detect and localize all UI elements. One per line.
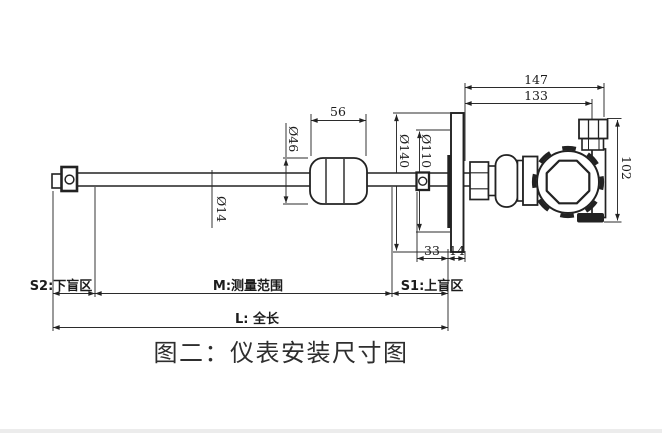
neck-capsule [494, 154, 519, 208]
housing-inner-detail [545, 159, 591, 205]
dim-flange-outer-diameter: Ø140 [397, 134, 412, 168]
housing-base [577, 213, 604, 223]
dimension-lines [52, 83, 622, 331]
dim-float-diameter: Ø46 [286, 126, 301, 152]
rod-guide [415, 171, 431, 192]
dim-float-length: 56 [330, 104, 346, 119]
figure-caption: 图二：仪表安装尺寸图 [154, 339, 409, 367]
flange-raised-face [447, 155, 452, 228]
transmitter-housing [531, 118, 609, 223]
probe-rod [51, 165, 496, 193]
label-upper-blind-zone: S1:上盲区 [401, 278, 464, 294]
cable-gland [578, 118, 609, 151]
label-lower-blind-zone: S2:下盲区 [30, 278, 93, 294]
process-connection [469, 154, 539, 208]
dim-flange-bolt-circle: Ø110 [419, 134, 434, 168]
label-measuring-range: M:测量范围 [213, 278, 283, 294]
dim-housing-overall-width: 147 [524, 72, 548, 87]
housing-rib-ring [531, 145, 605, 219]
dim-rod-diameter: Ø14 [214, 196, 229, 222]
dim-housing-width-to-gland: 133 [524, 88, 548, 103]
hex-nut [469, 161, 490, 201]
dim-flange-thickness: 14 [449, 243, 465, 258]
float [309, 157, 368, 205]
dim-flange-hub-length: 33 [424, 243, 440, 258]
mounting-flange [447, 112, 465, 253]
dim-housing-height: 102 [619, 156, 634, 180]
label-total-length: L: 全长 [235, 311, 280, 327]
page-bottom-divider [0, 429, 662, 433]
